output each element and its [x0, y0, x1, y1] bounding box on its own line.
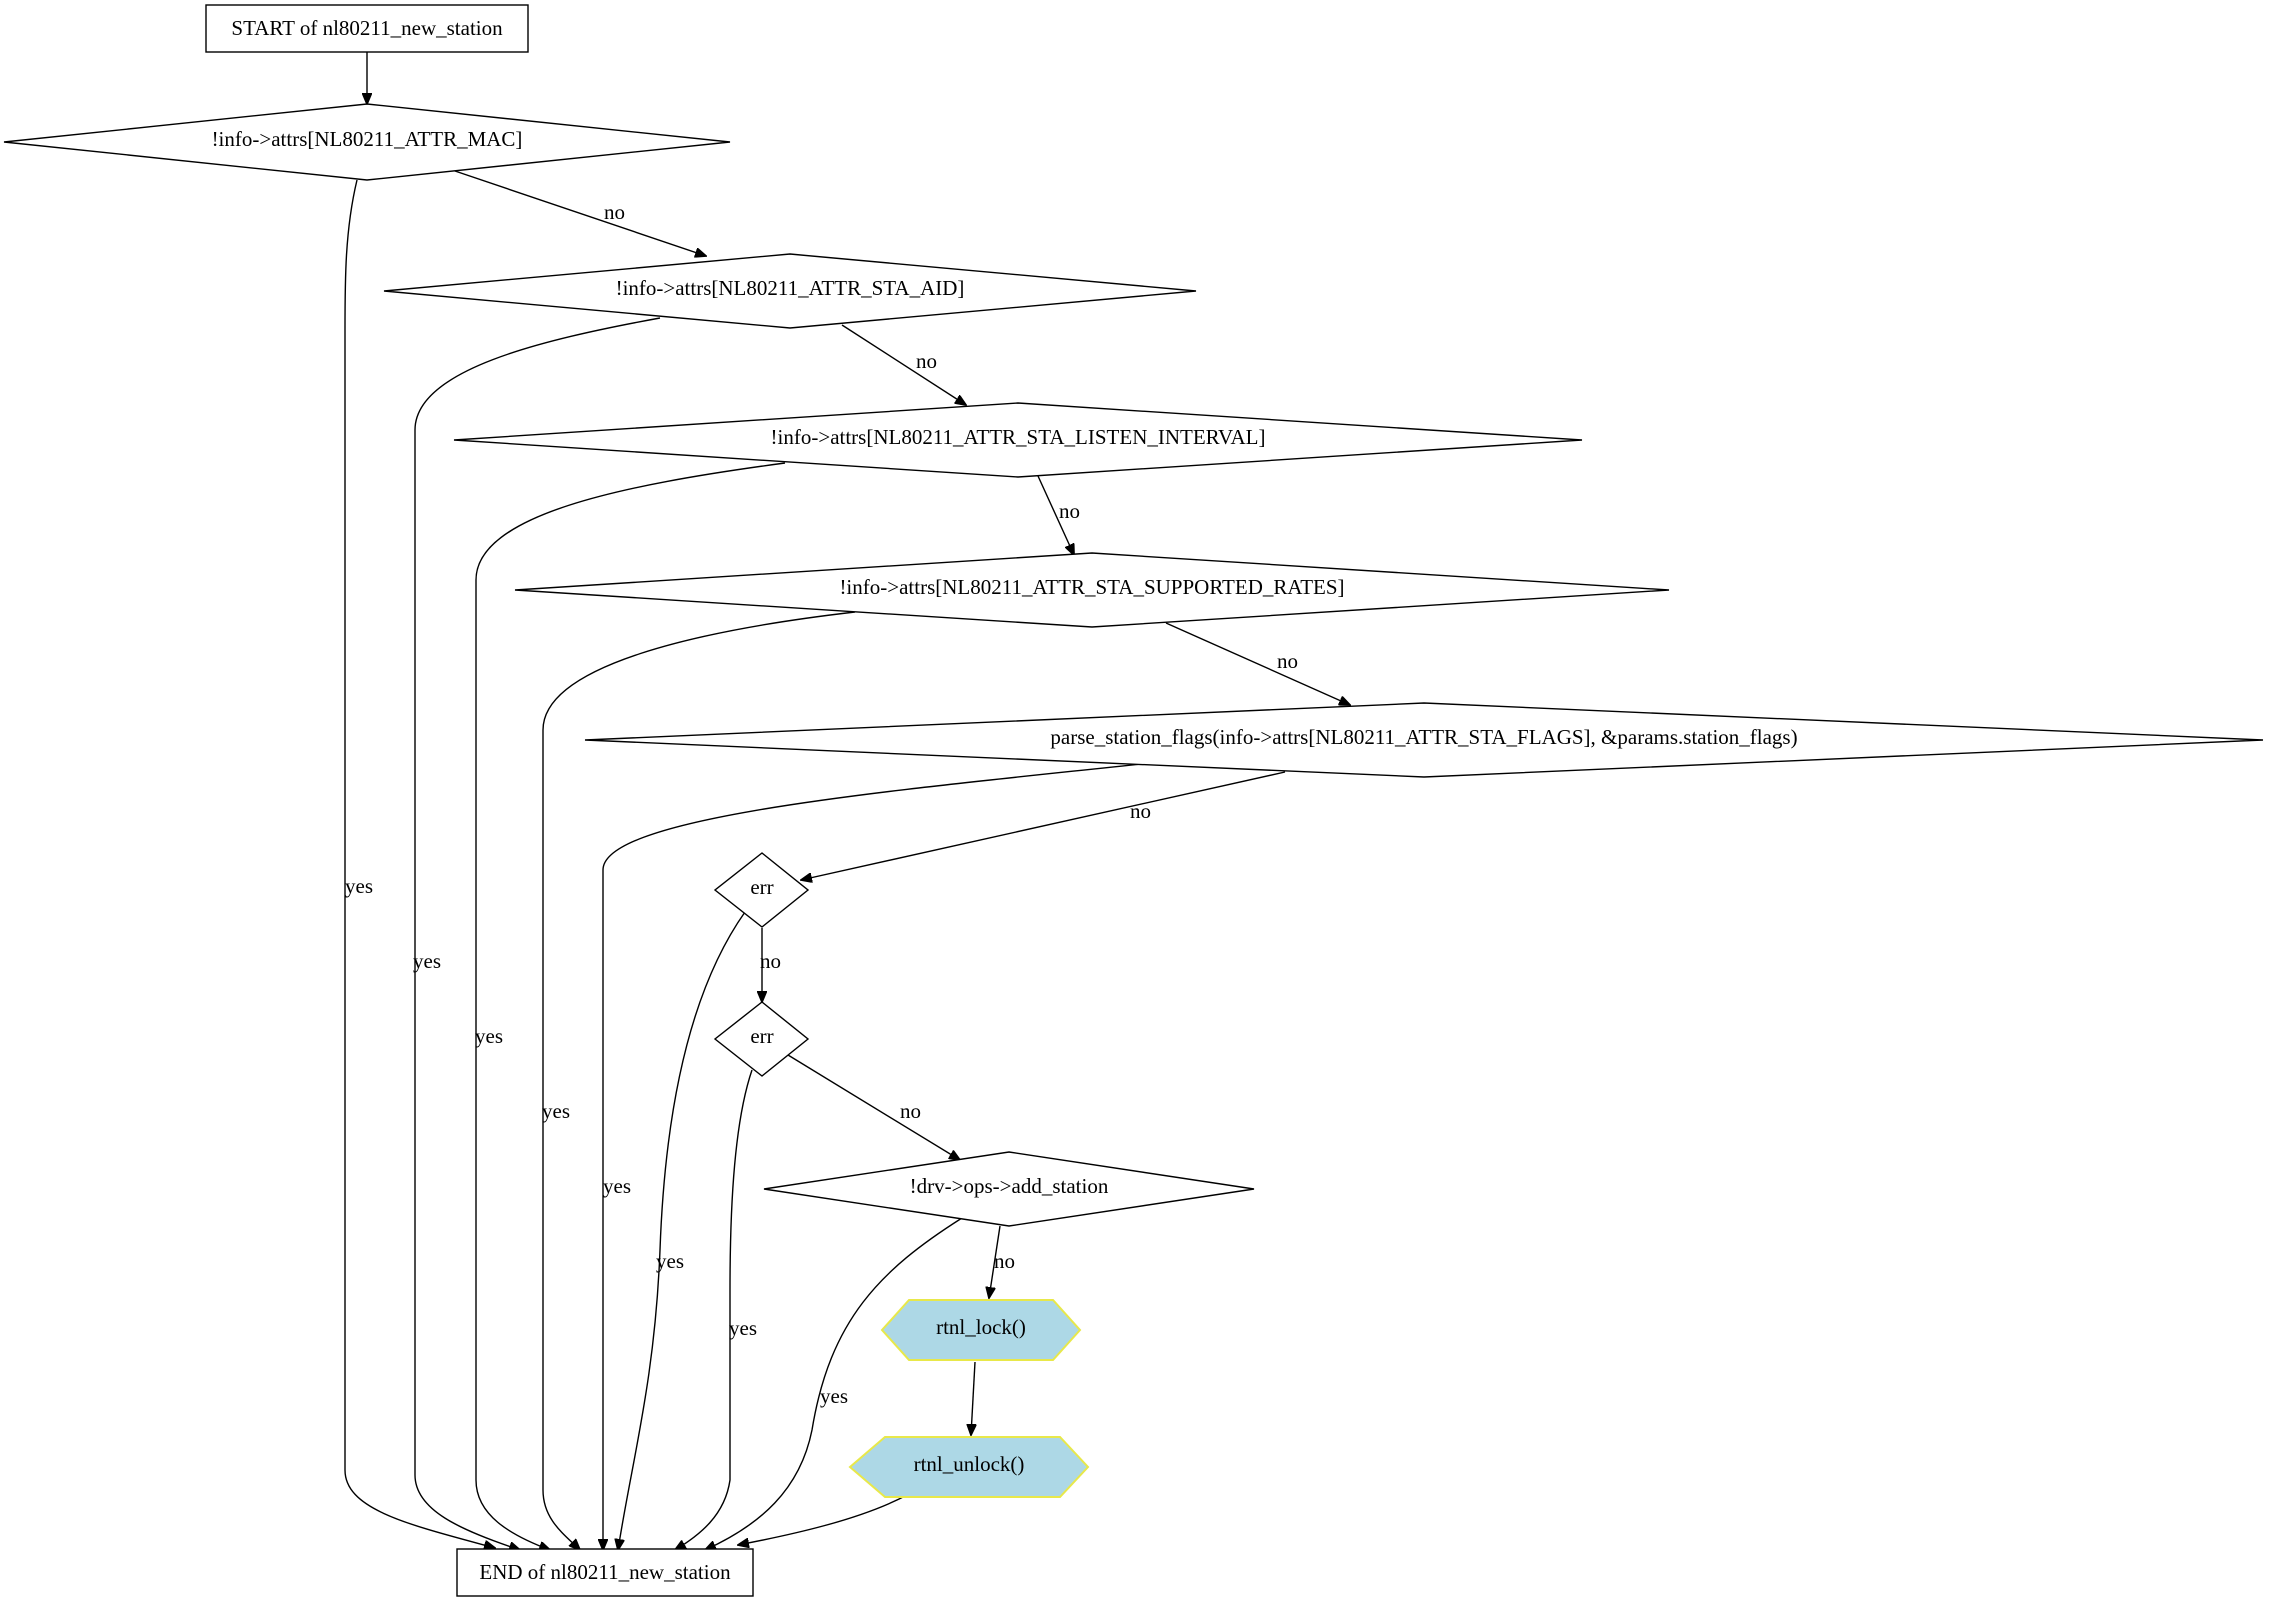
label-add-no: no: [994, 1249, 1015, 1273]
edge-parse-to-err1: [801, 771, 1286, 880]
node-add-station: !drv->ops->add_station: [763, 1151, 1255, 1227]
label-parse-no: no: [1130, 799, 1151, 823]
node-check-aid: !info->attrs[NL80211_ATTR_STA_AID]: [383, 253, 1197, 329]
label-rates-no: no: [1277, 649, 1298, 673]
node-start: START of nl80211_new_station: [205, 4, 529, 53]
edge-add-yes-to-end: [705, 1217, 963, 1550]
label-aid-no: no: [916, 349, 937, 373]
node-err2-label: err: [750, 1024, 773, 1048]
label-listen-no: no: [1059, 499, 1080, 523]
node-check-aid-label: !info->attrs[NL80211_ATTR_STA_AID]: [616, 276, 965, 300]
edges: [344, 52, 1350, 1550]
edge-lock-to-unlock: [971, 1361, 975, 1435]
label-aid-yes: yes: [413, 949, 441, 973]
node-add-station-label: !drv->ops->add_station: [910, 1174, 1109, 1198]
node-parse-flags: parse_station_flags(info->attrs[NL80211_…: [584, 702, 2264, 778]
node-end: END of nl80211_new_station: [456, 1548, 754, 1597]
edge-err2-yes-to-end: [675, 1069, 753, 1550]
edge-add-to-lock: [989, 1225, 1001, 1298]
node-rtnl-unlock-label: rtnl_unlock(): [914, 1452, 1025, 1476]
label-parse-yes: yes: [603, 1174, 631, 1198]
label-add-yes: yes: [820, 1384, 848, 1408]
edge-unlock-to-end: [738, 1494, 908, 1545]
edge-rates-yes-to-end: [542, 611, 856, 1550]
node-check-rates: !info->attrs[NL80211_ATTR_STA_SUPPORTED_…: [514, 552, 1670, 628]
node-check-mac: !info->attrs[NL80211_ATTR_MAC]: [3, 103, 731, 181]
node-rtnl-lock-label: rtnl_lock(): [936, 1315, 1026, 1339]
node-check-listen-label: !info->attrs[NL80211_ATTR_STA_LISTEN_INT…: [771, 425, 1266, 449]
node-parse-flags-label: parse_station_flags(info->attrs[NL80211_…: [1050, 725, 1797, 749]
label-err1-yes: yes: [656, 1249, 684, 1273]
edge-err1-yes-to-end: [618, 911, 746, 1550]
edge-mac-yes-to-end: [344, 179, 495, 1548]
node-rtnl-unlock: rtnl_unlock(): [848, 1436, 1090, 1498]
node-check-listen: !info->attrs[NL80211_ATTR_STA_LISTEN_INT…: [453, 402, 1583, 478]
label-err1-no: no: [760, 949, 781, 973]
label-mac-no: no: [604, 200, 625, 224]
edge-labels: no no no no no no no no yes yes yes yes …: [345, 200, 1298, 1408]
node-rtnl-lock: rtnl_lock(): [880, 1299, 1082, 1361]
label-mac-yes: yes: [345, 874, 373, 898]
node-start-label: START of nl80211_new_station: [231, 16, 503, 40]
edge-listen-yes-to-end: [475, 462, 786, 1550]
node-check-mac-label: !info->attrs[NL80211_ATTR_MAC]: [212, 127, 523, 151]
edge-listen-to-rates: [1037, 475, 1074, 555]
edge-err2-to-add: [787, 1054, 960, 1160]
label-listen-yes: yes: [475, 1024, 503, 1048]
node-end-label: END of nl80211_new_station: [479, 1560, 731, 1584]
edge-aid-to-listen: [841, 324, 966, 405]
edge-rates-to-parse: [1165, 622, 1350, 705]
label-rates-yes: yes: [542, 1099, 570, 1123]
label-err2-no: no: [900, 1099, 921, 1123]
label-err2-yes: yes: [729, 1316, 757, 1340]
edge-aid-yes-to-end: [414, 317, 661, 1550]
node-check-rates-label: !info->attrs[NL80211_ATTR_STA_SUPPORTED_…: [839, 575, 1344, 599]
node-err1: err: [713, 852, 810, 928]
edge-mac-to-aid: [451, 169, 706, 256]
edge-parse-yes-to-end: [603, 762, 1151, 1550]
node-err1-label: err: [750, 875, 773, 899]
node-err2: err: [713, 1001, 810, 1077]
